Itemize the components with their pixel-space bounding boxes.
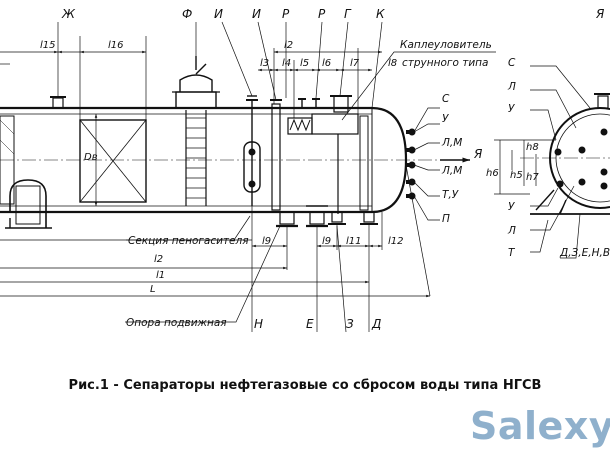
callout-u: У [442, 113, 449, 125]
vessel-body [0, 106, 440, 214]
label-k: К [376, 7, 385, 21]
dim-l11: l11 [346, 236, 362, 247]
arrow-ya-label: Я [473, 147, 483, 161]
dim-l15: l15 [40, 40, 56, 51]
dimension-lines-top [0, 50, 382, 72]
callout-kapleulovitel: Каплеуловитель [400, 39, 492, 51]
label-z: З [346, 317, 354, 331]
label-i1: И [214, 7, 223, 21]
label-g: Г [344, 7, 352, 21]
watermark-logo: Salexy [470, 404, 610, 448]
droplet-catcher [287, 95, 359, 135]
label-e: Е [306, 317, 314, 331]
label-r2: Р [318, 7, 326, 21]
level-gauge [243, 95, 261, 206]
dim-l2-top: l2 [284, 40, 293, 51]
dim-l9a: l9 [262, 236, 271, 247]
side-dim-h8: h8 [526, 142, 539, 153]
support-leader [125, 215, 281, 323]
dim-l7: l7 [350, 58, 360, 69]
internal-ladder [185, 110, 207, 206]
saddle-support [5, 179, 52, 229]
manhole [172, 56, 220, 109]
label-i2: И [252, 7, 261, 21]
dim-l16: l16 [108, 40, 124, 51]
label-f: Ф [182, 7, 192, 21]
label-zh: Ж [61, 7, 76, 21]
diameter-label: Dв [84, 152, 98, 163]
end-leaders [413, 107, 440, 221]
dim-l12: l12 [388, 236, 404, 247]
side-view [520, 93, 610, 215]
support-label: Опора подвижная [126, 317, 227, 329]
label-n: Н [254, 317, 263, 331]
label-d: Д [371, 317, 381, 331]
side-dim-h6: h6 [486, 168, 499, 179]
side-callout-t: Т [508, 247, 516, 259]
side-dim-h7: h7 [526, 172, 539, 183]
foam-breaker-section [79, 119, 147, 203]
dim-L: L [150, 284, 156, 295]
side-leaders [494, 65, 591, 259]
section-label: Секция пеногасителя [128, 235, 249, 247]
dimension-lines-bottom [0, 239, 430, 298]
side-dim-h5: h5 [510, 170, 523, 181]
callout-p: П [442, 213, 450, 225]
dim-l3: l3 [260, 58, 269, 69]
dim-l9b: l9 [322, 236, 331, 247]
inlet-section [0, 115, 15, 205]
callout-s: С [442, 93, 450, 105]
dim-l1: l1 [156, 270, 165, 281]
label-ya-top: Я [595, 7, 605, 21]
dim-l4: l4 [282, 58, 291, 69]
callout-strunnogo: струнного типа [402, 57, 488, 69]
separator-drawing: Ж Ф И И Р Р Г К Я l15 l16 l2 l3 l4 l5 l6… [0, 7, 610, 333]
bottom-nozzles [276, 205, 378, 228]
dim-l2: l2 [154, 254, 163, 265]
label-r1: Р [282, 7, 290, 21]
side-callout-u2: У [508, 201, 515, 213]
side-callout-s: С [508, 57, 516, 69]
side-callout-l1: Л [507, 81, 516, 93]
extension-lines-top [57, 21, 383, 120]
extension-lines-bottom [251, 164, 431, 333]
side-callout-l2: Л [507, 225, 516, 237]
dim-l8: l8 [388, 58, 397, 69]
dim-l6: l6 [322, 58, 331, 69]
dim-l5: l5 [300, 58, 309, 69]
callout-lm1: Л,М [441, 137, 462, 149]
internal-pipes [270, 98, 369, 214]
side-bottom-label: Д,З,Е,Н,В [559, 247, 610, 259]
catcher-leader [341, 51, 496, 121]
callout-tu: Т,У [442, 189, 459, 201]
side-callout-u1: У [508, 103, 515, 115]
figure-caption: Рис.1 - Сепараторы нефтегазовые со сброс… [68, 378, 542, 393]
top-nozzle [50, 96, 66, 109]
callout-lm2: Л,М [441, 165, 462, 177]
